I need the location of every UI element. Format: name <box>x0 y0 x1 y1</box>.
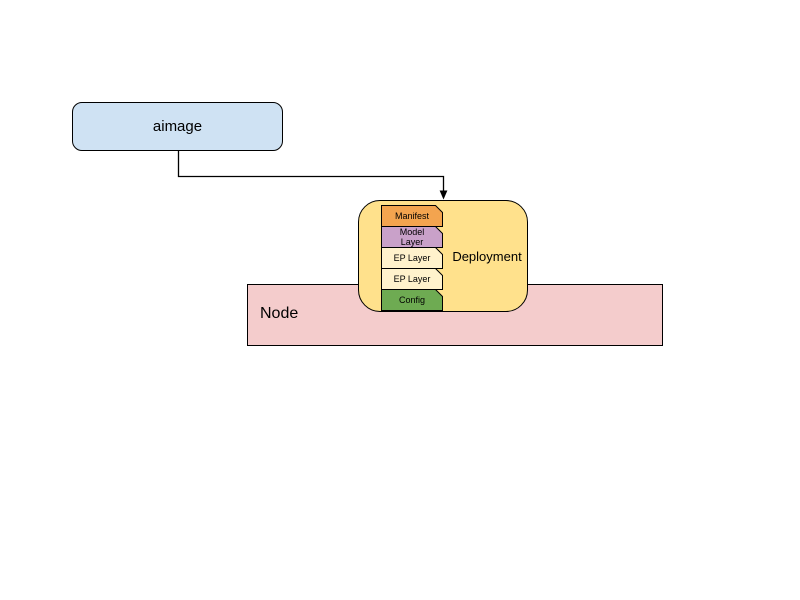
node-label: Node <box>260 305 299 322</box>
layer-card-config <box>381 289 443 311</box>
connector-arrowhead-icon <box>439 190 448 200</box>
aimage-box: aimage <box>72 102 283 151</box>
layer-label-config: Config <box>398 294 425 305</box>
layer-card-manifest <box>381 205 443 227</box>
layer-label-ep1: EP Layer <box>393 252 431 263</box>
layer-card-ep1 <box>381 247 443 269</box>
layer-label-manifest: Manifest <box>394 210 429 221</box>
layer-label-ep2: EP Layer <box>393 273 431 284</box>
layer-label-model: Model Layer <box>399 226 425 247</box>
deployment-label: Deployment <box>452 248 522 264</box>
aimage-label: aimage <box>152 118 203 135</box>
layer-card-model <box>381 226 443 248</box>
connector-line <box>177 151 445 191</box>
layer-card-ep2 <box>381 268 443 290</box>
